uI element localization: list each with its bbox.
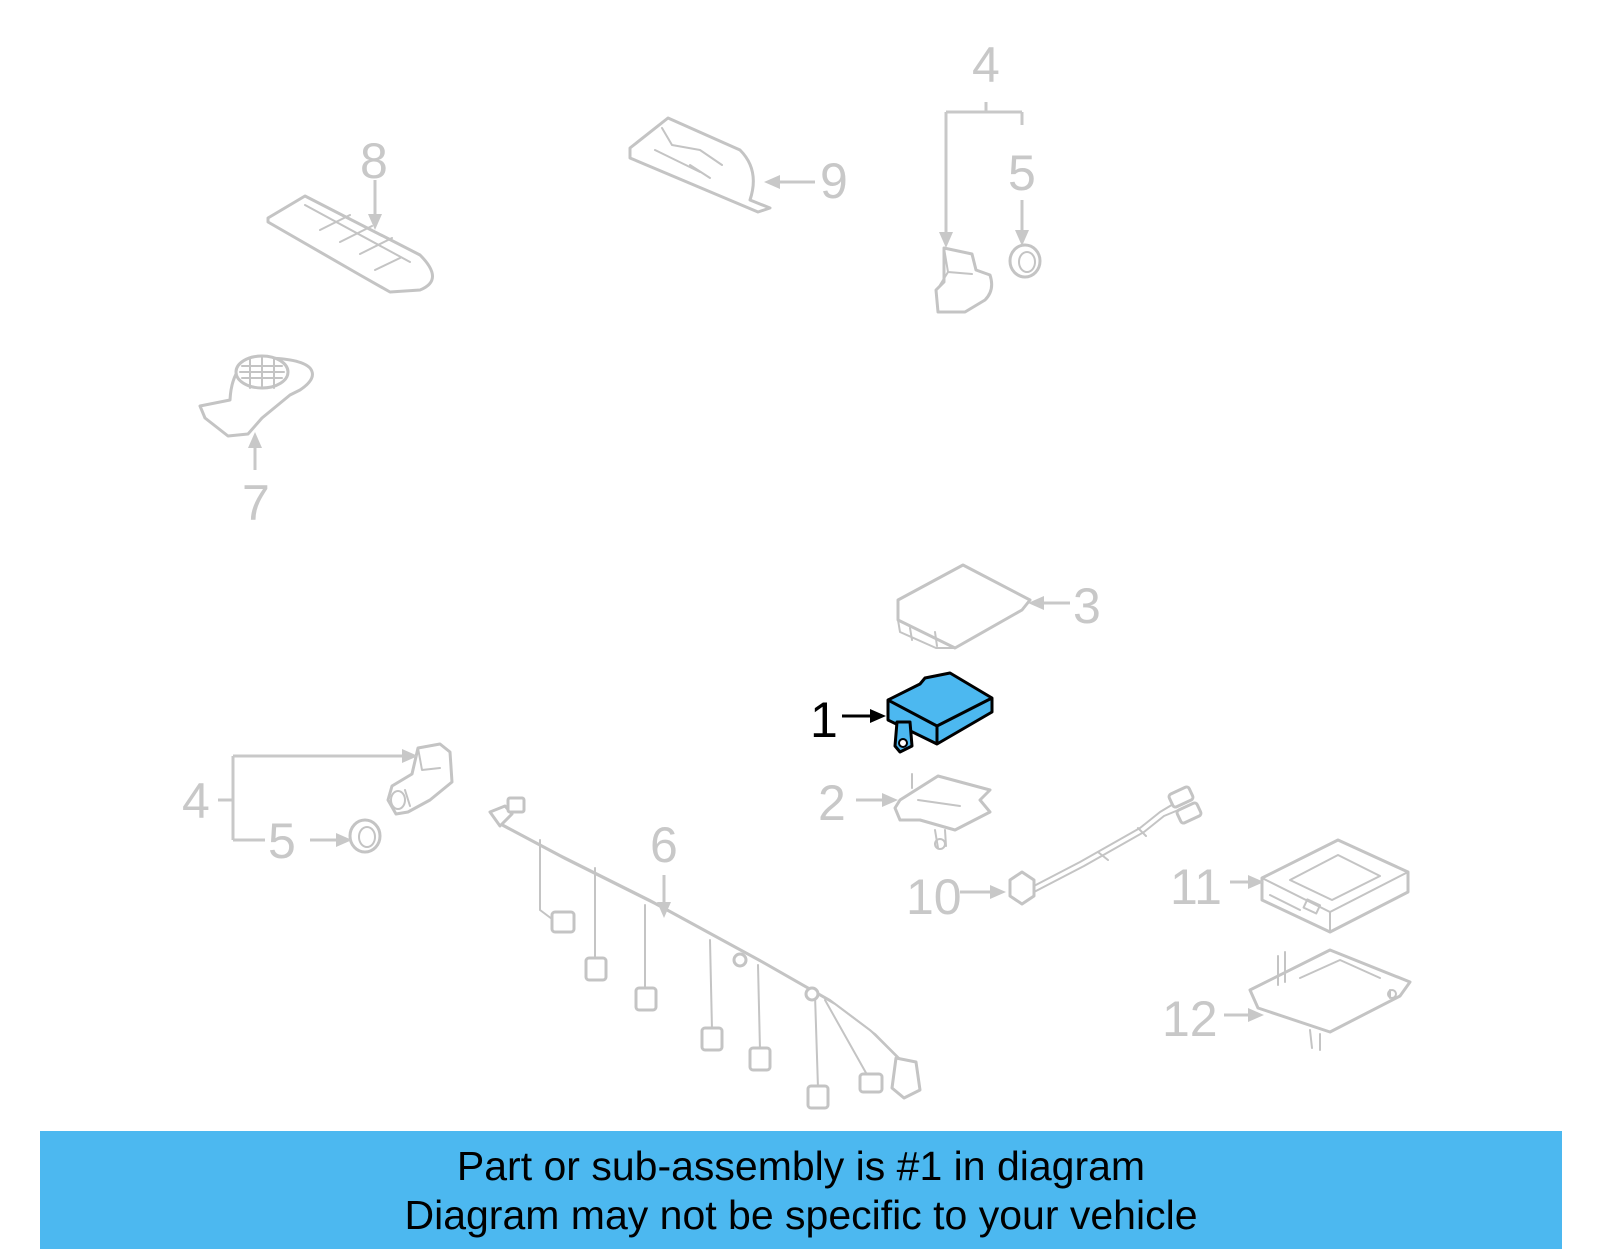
callout-1[interactable]: 1 [810, 692, 838, 748]
part-4-sensor-top[interactable] [934, 246, 994, 314]
part-11-drawing[interactable] [1260, 838, 1410, 934]
part-5-ring-left[interactable] [348, 818, 382, 854]
part-8-drawing[interactable] [266, 194, 434, 294]
callout-4-left[interactable]: 4 [182, 773, 210, 829]
part-12-drawing[interactable] [1248, 948, 1412, 1051]
callout-12[interactable]: 12 [1162, 991, 1218, 1047]
part-9-drawing[interactable] [628, 116, 772, 214]
info-banner: Part or sub-assembly is #1 in diagram Di… [40, 1131, 1562, 1249]
callout-8[interactable]: 8 [360, 133, 388, 189]
callout-2[interactable]: 2 [818, 775, 846, 831]
part-5-ring-top[interactable] [1008, 243, 1042, 279]
callout-5-left[interactable]: 5 [268, 813, 296, 869]
callout-10[interactable]: 10 [906, 869, 962, 925]
part-1-highlighted-module[interactable] [886, 671, 994, 754]
banner-line-disclaimer: Diagram may not be specific to your vehi… [404, 1192, 1198, 1238]
callout-6[interactable]: 6 [650, 817, 678, 873]
callout-4-top[interactable]: 4 [972, 37, 1000, 93]
callout-11[interactable]: 11 [1170, 859, 1222, 915]
part-3-drawing[interactable] [896, 563, 1032, 650]
part-10-cable[interactable] [1008, 785, 1203, 906]
banner-line-part-number: Part or sub-assembly is #1 in diagram [456, 1143, 1146, 1189]
callout-3[interactable]: 3 [1073, 578, 1101, 634]
callout-5-top[interactable]: 5 [1008, 145, 1036, 201]
part-6-wiring-harness[interactable] [488, 796, 922, 1110]
part-2-drawing[interactable] [893, 773, 992, 850]
part-4-sensor-left[interactable] [386, 742, 454, 816]
part-7-drawing[interactable] [198, 354, 314, 438]
callout-7[interactable]: 7 [242, 475, 270, 531]
callout-9[interactable]: 9 [820, 153, 848, 209]
